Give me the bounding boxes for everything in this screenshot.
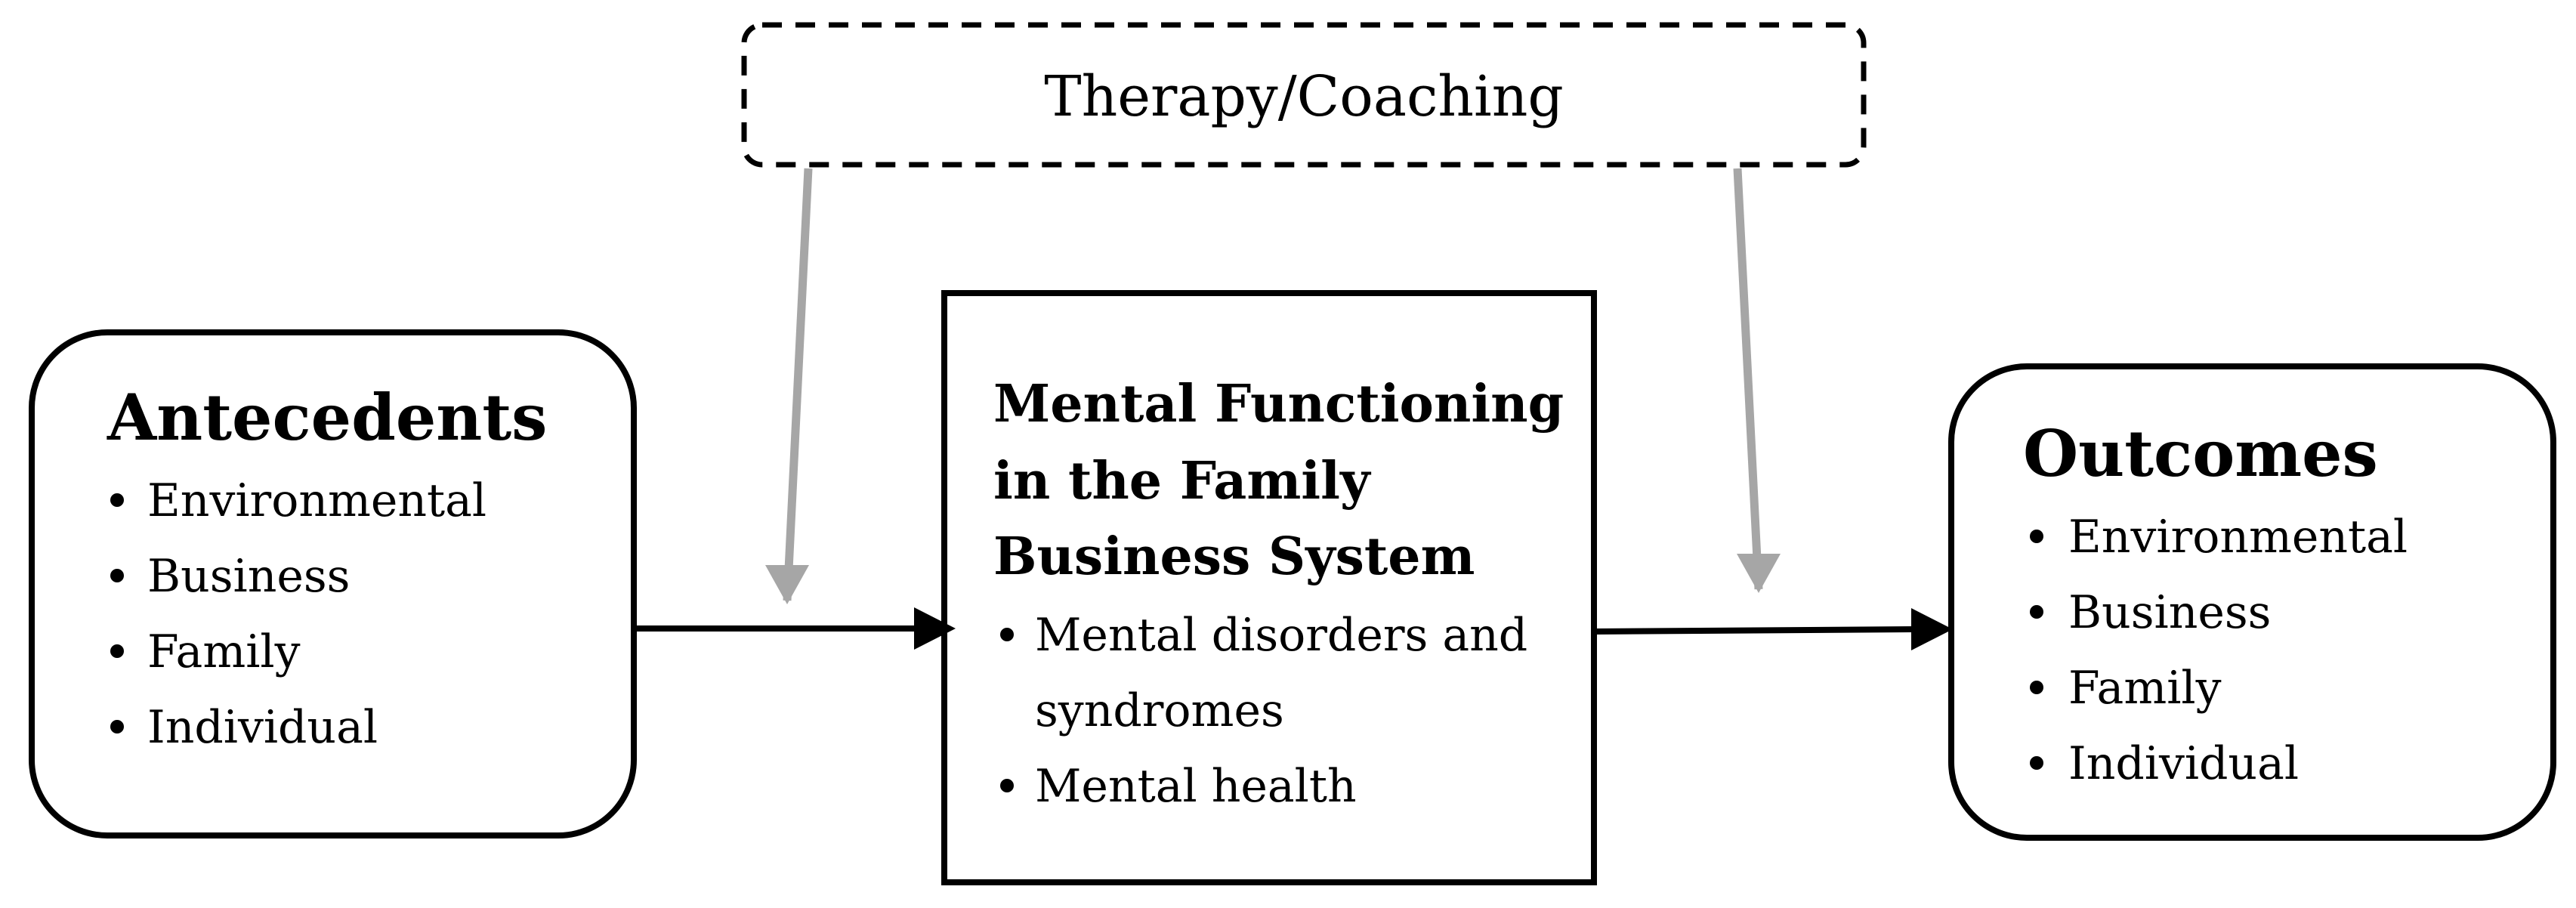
main-arrow-right-shaft [1593,626,1916,635]
antecedents-item: Family [147,625,301,678]
antecedents-item: Business [147,550,350,603]
antecedents-item: Environmental [147,474,486,527]
moderator-arrow-right-head [1737,554,1781,593]
antecedents-title: Antecedents [107,380,547,455]
bullet-dot-icon [110,493,124,507]
main-arrow-left-head [914,607,956,650]
mental-functioning-item: Mental health [1035,760,1357,813]
bullet-dot-icon [2030,681,2043,694]
outcomes-title: Outcomes [2023,416,2378,491]
mental-functioning-box: Mental Functioning in the Family Busines… [941,290,1597,885]
antecedents-box: Antecedents Environmental Business Famil… [29,329,637,839]
bullet-dot-icon [110,569,124,582]
bullet-dot-icon [2030,530,2043,543]
outcomes-item: Environmental [2068,511,2408,564]
antecedents-border [29,329,637,839]
bullet-dot-icon [110,644,124,658]
outcomes-box: Outcomes Environmental Business Family I… [1948,363,2556,841]
moderator-arrow-left-shaft [783,168,813,601]
therapy-coaching-box: Therapy/Coaching [741,22,1867,168]
mental-functioning-title-line: in the Family [993,451,1372,511]
mental-functioning-title-line: Mental Functioning [993,374,1564,434]
bullet-dot-icon [2030,605,2043,619]
mental-functioning-item-continuation: syndromes [1035,684,1284,737]
bullet-dot-icon [1000,628,1014,641]
therapy-coaching-label: Therapy/Coaching [1044,64,1564,129]
outcomes-item: Individual [2068,737,2299,790]
bullet-dot-icon [2030,756,2043,770]
antecedents-item: Individual [147,701,378,754]
mental-functioning-border [941,290,1597,885]
outcomes-border [1948,363,2556,841]
main-arrow-right-head [1911,608,1953,650]
bullet-dot-icon [1000,779,1014,792]
mental-functioning-item: Mental disorders and [1035,609,1527,662]
therapy-coaching-border [741,22,1867,168]
outcomes-item: Family [2068,662,2222,715]
moderator-arrow-left-head [765,565,809,604]
moderator-arrow-right-shaft [1733,168,1763,590]
bullet-dot-icon [110,720,124,734]
mental-functioning-title-line: Business System [993,527,1475,587]
outcomes-item: Business [2068,586,2271,639]
